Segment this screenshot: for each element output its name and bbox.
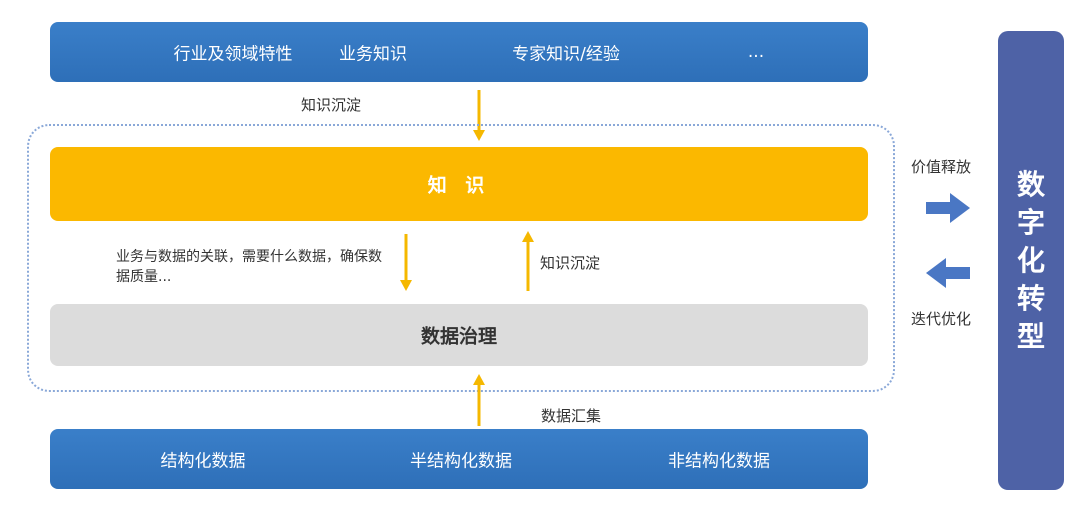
domain-knowledge-bar: 行业及领域特性 业务知识 专家知识/经验 ...	[50, 22, 868, 82]
arrow-up-bottom	[473, 374, 485, 426]
arrow-down-middle	[400, 234, 412, 291]
arrow-left-icon	[926, 258, 970, 288]
data-governance-bar: 数据治理	[50, 304, 868, 366]
digital-transformation-panel: 数字化转型	[998, 31, 1064, 490]
top-item-more: ...	[747, 42, 765, 62]
label-knowledge-deposit-top: 知识沉淀	[301, 96, 362, 114]
top-item-business: 业务知识	[339, 44, 407, 65]
knowledge-system-frame	[27, 124, 895, 392]
bottom-item-semi-structured: 半结构化数据	[410, 451, 512, 472]
bottom-item-structured: 结构化数据	[160, 451, 246, 472]
data-governance-label: 数据治理	[420, 325, 498, 348]
label-data-collect: 数据汇集	[541, 407, 602, 425]
business-data-note: 业务与数据的关联，需要什么数据，确保数据质量...	[116, 249, 382, 285]
data-sources-bar: 结构化数据 半结构化数据 非结构化数据	[50, 429, 868, 489]
top-item-industry: 行业及领域特性	[173, 44, 293, 65]
label-iterative-optimize: 迭代优化	[911, 310, 972, 328]
knowledge-label: 知 识	[427, 174, 491, 197]
knowledge-bar: 知 识	[50, 147, 868, 221]
label-knowledge-deposit-mid: 知识沉淀	[540, 254, 601, 272]
bottom-item-unstructured: 非结构化数据	[668, 451, 770, 472]
digital-transformation-label: 数字化转型	[1016, 167, 1045, 353]
top-item-expert: 专家知识/经验	[512, 44, 620, 65]
arrow-up-middle	[522, 231, 534, 291]
label-value-release: 价值释放	[911, 158, 972, 176]
arrow-right-icon	[926, 193, 970, 223]
